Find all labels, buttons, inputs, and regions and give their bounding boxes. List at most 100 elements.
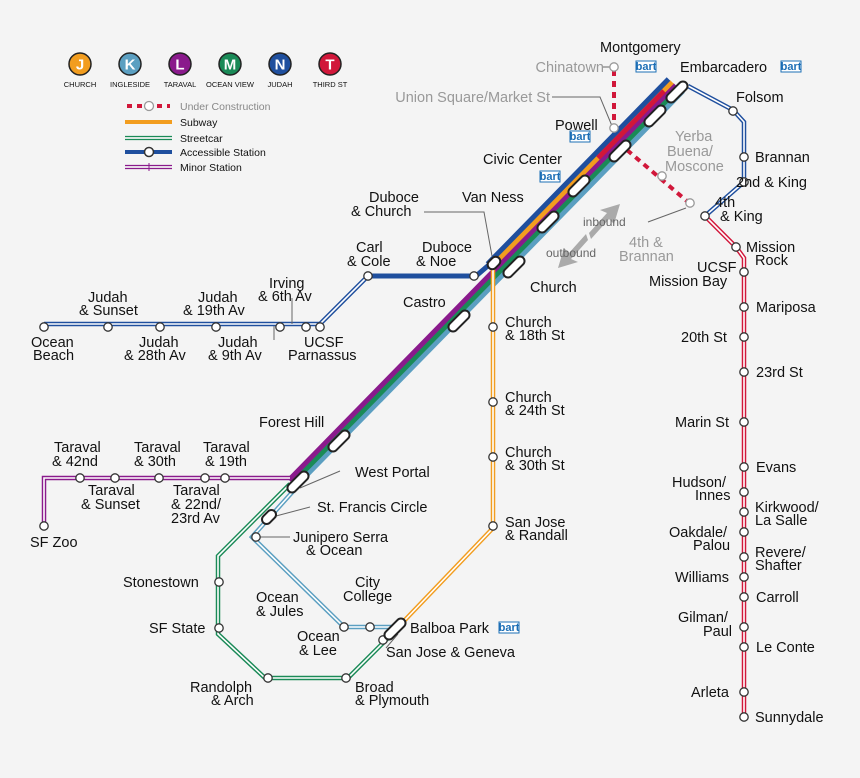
station-mariposa[interactable] <box>739 302 749 312</box>
station-ucsf-parnassus[interactable] <box>315 322 325 332</box>
legend-streetcar-label: Streetcar <box>180 133 223 145</box>
station-judah-19th[interactable] <box>211 322 221 332</box>
label-hudson-1: Hudson/ <box>672 475 727 491</box>
station-st-francis-circle[interactable] <box>260 508 278 526</box>
label-irving-2: & 6th Av <box>258 289 312 305</box>
station-taraval-19th[interactable] <box>220 473 230 483</box>
station-city-college[interactable] <box>365 622 375 632</box>
station-church-24th[interactable] <box>488 397 498 407</box>
station-judah-9th[interactable] <box>275 322 285 332</box>
station-revere[interactable] <box>739 552 749 562</box>
station-church-18th[interactable] <box>488 322 498 332</box>
station-judah-sunset[interactable] <box>103 322 113 332</box>
label-23rd-st: 23rd St <box>756 365 803 381</box>
label-williams: Williams <box>675 570 729 586</box>
label-taraval19-1: Taraval <box>203 440 250 456</box>
station-junipero-serra[interactable] <box>251 532 261 542</box>
legend-badge-circle-n <box>268 52 292 76</box>
station-taraval-22nd[interactable] <box>200 473 210 483</box>
label-duboce-church-2: & Church <box>351 204 411 220</box>
label-ocean-lee-2: & Lee <box>299 643 337 659</box>
station-hudson-innes[interactable] <box>739 487 749 497</box>
station-sf-zoo[interactable] <box>39 521 49 531</box>
station-judah-28th[interactable] <box>155 322 165 332</box>
label-mission-rock-1: Mission <box>746 240 795 256</box>
station-san-jose-randall[interactable] <box>488 521 498 531</box>
label-taraval-sunset-2: & Sunset <box>81 497 140 513</box>
station-stonestown[interactable] <box>214 577 224 587</box>
station-sunnydale[interactable] <box>739 712 749 722</box>
station-4th-king[interactable] <box>700 211 710 221</box>
label-duboce-noe-1: Duboce <box>422 240 472 256</box>
station-oakdale[interactable] <box>739 527 749 537</box>
station-yerba-buena[interactable] <box>657 171 667 181</box>
station-taraval-sunset[interactable] <box>110 473 120 483</box>
legend-badge-letter-k: K <box>125 57 136 74</box>
station-gilman[interactable] <box>739 622 749 632</box>
station-folsom[interactable] <box>728 106 738 116</box>
legend-subway: Subway <box>125 117 218 129</box>
station-ocean-lee[interactable] <box>339 622 349 632</box>
label-randolph-2: & Arch <box>211 693 254 709</box>
station-irving-6th[interactable] <box>301 322 311 332</box>
label-civic-center: Civic Center <box>483 152 562 168</box>
station-union-square[interactable] <box>609 123 619 133</box>
station-23rd-st[interactable] <box>739 367 749 377</box>
station-carroll[interactable] <box>739 592 749 602</box>
station-taraval-42nd[interactable] <box>75 473 85 483</box>
station-duboce-church[interactable] <box>486 255 502 271</box>
label-mariposa: Mariposa <box>756 300 817 316</box>
legend-accessible: Accessible Station <box>125 146 266 159</box>
station-arleta[interactable] <box>739 687 749 697</box>
station-20th-st[interactable] <box>739 332 749 342</box>
label-judah-9th-2: & 9th Av <box>208 348 262 364</box>
station-le-conte[interactable] <box>739 642 749 652</box>
station-duboce-noe[interactable] <box>469 271 479 281</box>
label-city-college-2: College <box>343 589 392 605</box>
label-taraval22-2: & 22nd/ <box>171 497 222 513</box>
label-broad-2: & Plymouth <box>355 693 429 709</box>
label-junipero-1: Junipero Serra <box>293 530 389 546</box>
label-judah-sunset-1: Judah <box>88 290 128 306</box>
label-broad-1: Broad <box>355 680 394 696</box>
label-taraval-sunset-1: Taraval <box>88 483 135 499</box>
label-kirkwood-2: La Salle <box>755 513 807 529</box>
station-marin-st[interactable] <box>739 417 749 427</box>
bart-logo-icon: bart <box>498 621 520 634</box>
label-kirkwood-1: Kirkwood/ <box>755 500 820 516</box>
legend-badge-letter-l: L <box>175 57 184 74</box>
station-chinatown[interactable] <box>609 62 619 72</box>
label-castro: Castro <box>403 295 446 311</box>
station-mission-rock[interactable] <box>731 242 741 252</box>
station-taraval-30th[interactable] <box>154 473 164 483</box>
station-church-30th[interactable] <box>488 452 498 462</box>
label-embarcadero: Embarcadero <box>680 60 767 76</box>
label-taraval22-1: Taraval <box>173 483 220 499</box>
station-4th-brannan[interactable] <box>685 198 695 208</box>
label-judah-9th-1: Judah <box>218 335 258 351</box>
station-labels: Chinatown Montgomery Embarcadero Union S… <box>30 40 824 726</box>
legend-badge-circle-m <box>218 52 242 76</box>
station-broad-plymouth[interactable] <box>341 673 351 683</box>
station-williams[interactable] <box>739 572 749 582</box>
label-ocean-beach-2: Beach <box>33 348 74 364</box>
legend-minor: Minor Station <box>125 162 242 174</box>
station-randolph-arch[interactable] <box>263 673 273 683</box>
station-kirkwood[interactable] <box>739 507 749 517</box>
label-sj-randall-2: & Randall <box>505 528 568 544</box>
station-sf-state[interactable] <box>214 623 224 633</box>
bart-logo-text: bart <box>570 131 591 143</box>
label-sf-zoo: SF Zoo <box>30 535 78 551</box>
station-ucsf-mission-bay[interactable] <box>739 267 749 277</box>
label-4th-king-2: & King <box>720 209 763 225</box>
label-ucsf-mb-2: Mission Bay <box>649 274 728 290</box>
station-ocean-beach[interactable] <box>39 322 49 332</box>
station-evans[interactable] <box>739 462 749 472</box>
label-ucsf-parnassus-2: Parnassus <box>288 348 357 364</box>
station-brannan[interactable] <box>739 152 749 162</box>
bart-logo-icon: bart <box>569 130 591 143</box>
station-carl-cole[interactable] <box>363 271 373 281</box>
label-revere-1: Revere/ <box>755 545 807 561</box>
legend-badge-letter-n: N <box>275 57 286 74</box>
